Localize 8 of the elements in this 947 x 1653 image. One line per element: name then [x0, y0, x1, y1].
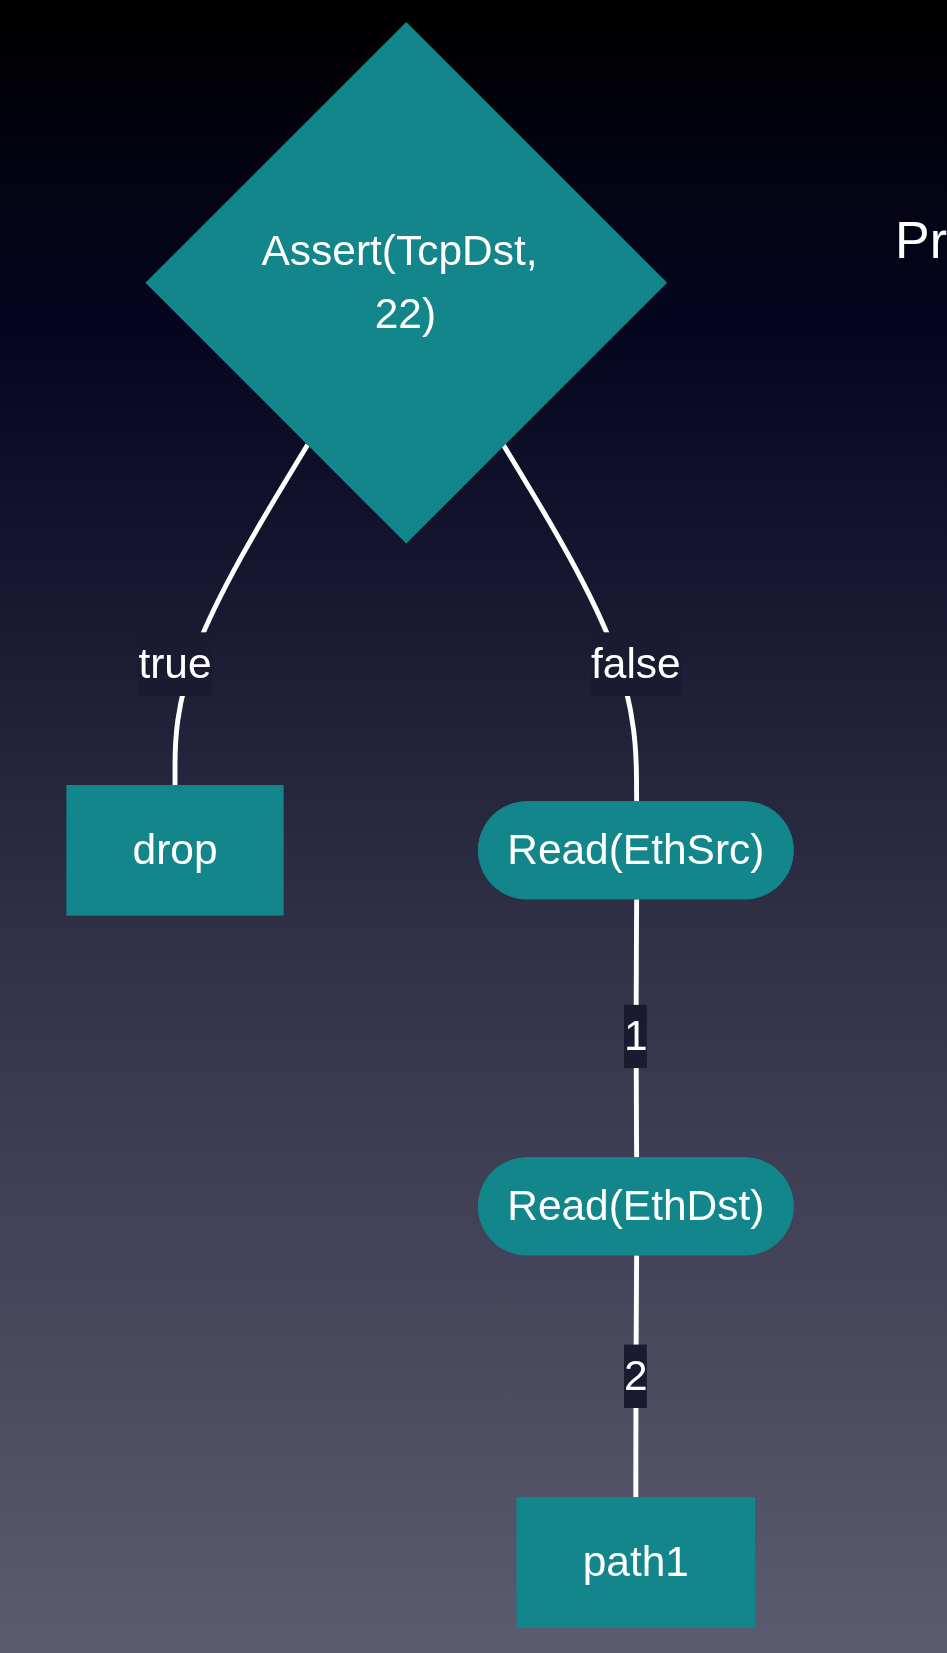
edge-label: 2	[624, 1350, 648, 1400]
node-diamond: Assert(TcpDst, 22)	[145, 21, 668, 544]
edge-label: true	[138, 638, 212, 688]
edge-label: false	[590, 638, 681, 688]
heading-text: Pr	[895, 210, 947, 270]
node-box: path1	[516, 1497, 756, 1628]
edge-label: 1	[624, 1011, 648, 1061]
node-box: drop	[66, 785, 284, 916]
